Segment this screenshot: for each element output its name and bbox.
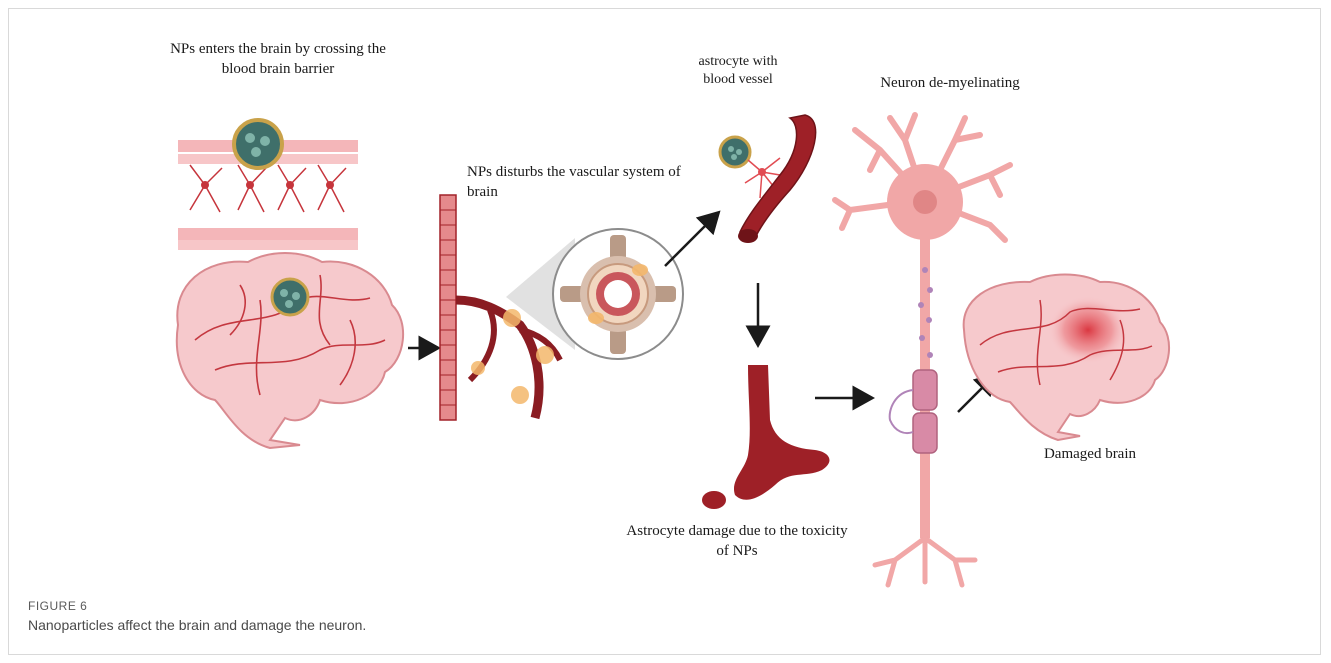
label-bbb: NPs enters the brain by crossing the blo… — [158, 40, 398, 79]
figure-caption: Nanoparticles affect the brain and damag… — [28, 617, 366, 633]
nanoparticle-icon — [272, 279, 308, 315]
damaged-astrocyte-illustration — [702, 365, 829, 509]
label-neuron: Neuron de-myelinating — [860, 74, 1040, 94]
brain-left-illustration — [177, 253, 403, 448]
label-astrocyte-vessel: astrocyte with blood vessel — [683, 53, 793, 89]
label-astrocyte-damage: Astrocyte damage due to the toxicity of … — [622, 522, 852, 561]
label-vascular: NPs disturbs the vascular system of brai… — [467, 163, 687, 202]
label-damaged-brain: Damaged brain — [1020, 445, 1160, 465]
nanoparticle-icon — [234, 120, 282, 168]
damaged-brain-illustration — [964, 275, 1169, 441]
astrocyte-vessel-illustration — [720, 115, 816, 243]
arrow-icon — [665, 214, 717, 266]
figure-number: FIGURE 6 — [28, 599, 87, 613]
